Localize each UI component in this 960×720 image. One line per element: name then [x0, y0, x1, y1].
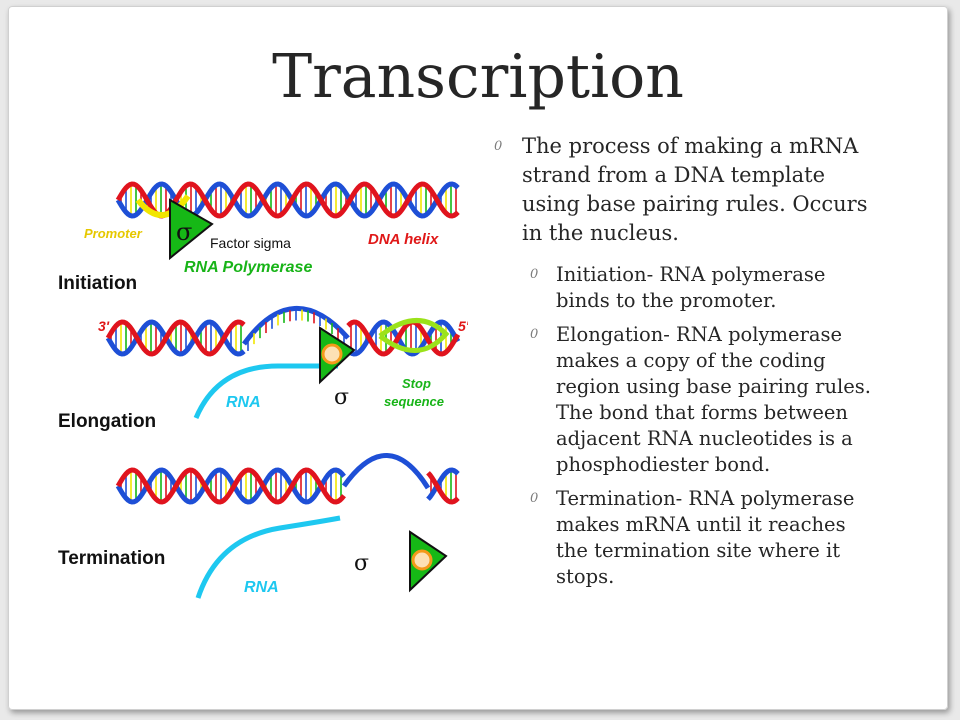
elongation-stage: 3' 5' Stop sequence RNA σ Elongation	[58, 305, 468, 432]
rna-label: RNA	[226, 394, 261, 411]
sigma-symbol: σ	[334, 385, 349, 410]
sub-bullet-initiation: 0 Initiation- RNA polymerase binds to th…	[494, 262, 874, 314]
bullet-text: Elongation- RNA polymerase makes a copy …	[556, 323, 871, 476]
five-prime-label: 5'	[458, 318, 468, 334]
dna-strand-blue	[115, 467, 460, 505]
factor-sigma-label: Factor sigma	[210, 235, 291, 251]
rna-polymerase: σ	[169, 198, 214, 261]
initiation-label: Initiation	[58, 273, 137, 294]
three-prime-label: 3'	[98, 318, 110, 334]
elongation-label: Elongation	[58, 411, 156, 432]
bullet-text: The process of making a mRNA strand from…	[522, 134, 868, 245]
stop-label: Stop	[402, 376, 431, 391]
bullet-list: 0 The process of making a mRNA strand fr…	[494, 132, 874, 598]
bullet-text: Initiation- RNA polymerase binds to the …	[556, 263, 826, 312]
rna-polymerase-label: RNA Polymerase	[184, 259, 312, 276]
slide: Transcription σ Promoter Factor sigma DN…	[8, 6, 948, 710]
bubble-bases	[247, 309, 345, 351]
main-bullet: 0 The process of making a mRNA strand fr…	[494, 132, 874, 248]
bullet-marker: 0	[494, 139, 503, 154]
transcription-diagram: σ Promoter Factor sigma DNA helix RNA Po…	[58, 181, 468, 599]
bullet-marker: 0	[530, 267, 539, 282]
sub-bullet-elongation: 0 Elongation- RNA polymerase makes a cop…	[494, 322, 874, 478]
rna-strand	[193, 363, 338, 419]
sigma-symbol: σ	[354, 551, 369, 576]
promoter-segment	[135, 194, 191, 219]
termination-stage: σ RNA Termination	[58, 453, 460, 599]
dna-strand-red	[105, 319, 461, 357]
slide-title: Transcription	[272, 42, 684, 112]
open-bubble-strand	[341, 453, 431, 490]
dna-strand-red	[115, 467, 460, 505]
bullet-marker: 0	[530, 491, 539, 506]
rna-polymerase	[319, 326, 356, 385]
termination-label: Termination	[58, 548, 165, 569]
sub-bullet-termination: 0 Termination- RNA polymerase makes mRNA…	[494, 486, 874, 590]
open-bubble-strand	[241, 305, 350, 346]
initiation-stage: σ Promoter Factor sigma DNA helix RNA Po…	[58, 181, 460, 294]
bullet-marker: 0	[530, 327, 539, 342]
bullet-text: Termination- RNA polymerase makes mRNA u…	[556, 487, 855, 588]
sub-bullet-list: 0 Initiation- RNA polymerase binds to th…	[494, 262, 874, 590]
stop-sequence-segment	[378, 318, 450, 353]
rna-polymerase	[409, 530, 448, 593]
sequence-label: sequence	[384, 394, 444, 409]
rna-label: RNA	[244, 579, 279, 596]
sigma-symbol: σ	[176, 218, 192, 246]
dna-helix-label: DNA helix	[368, 231, 439, 248]
promoter-label: Promoter	[84, 226, 143, 241]
rna-strand	[195, 515, 341, 599]
